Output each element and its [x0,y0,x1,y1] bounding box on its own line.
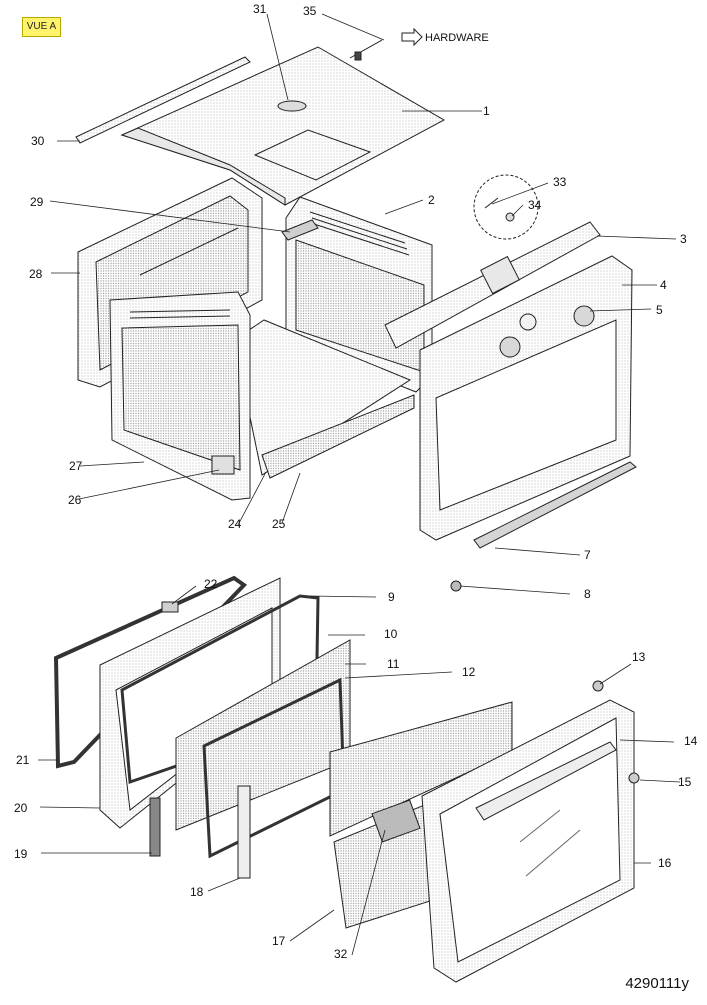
label-22: 22 [204,577,218,591]
label-5: 5 [656,303,663,317]
label-24: 24 [228,517,242,531]
label-28: 28 [29,267,43,281]
part-25-insulation [261,394,415,479]
label-18: 18 [190,885,204,899]
part-number-labels: 31 35 1 30 29 2 33 34 3 28 4 5 27 26 24 … [14,2,698,961]
part-32-bracket [371,799,421,843]
part-7-bottom-trim [473,461,637,549]
label-30: 30 [31,134,45,148]
label-14: 14 [684,734,698,748]
label-32: 32 [334,947,348,961]
part-13-cap [592,680,604,692]
part-8-screw [450,580,462,592]
label-3: 3 [680,232,687,246]
label-21: 21 [16,753,30,767]
detail-circle-33-34 [473,174,539,240]
label-26: 26 [68,493,82,507]
part-19-hinge [149,797,161,857]
part-9-seal [120,594,320,785]
part-5-knob [573,305,595,327]
label-33: 33 [553,175,567,189]
drawing-code: 4290111y [625,975,689,992]
label-15: 15 [678,775,692,789]
label-4: 4 [660,278,667,292]
part-1-top-panel [120,46,446,206]
label-20: 20 [14,801,28,815]
front-frame-window [435,319,617,511]
hardware-arrow: HARDWARE [401,27,489,47]
label-8: 8 [584,587,591,601]
label-7: 7 [584,548,591,562]
label-27: 27 [69,459,83,473]
part-29-bracket [281,219,319,241]
part-22-clip [161,601,179,613]
label-1: 1 [483,104,490,118]
label-2: 2 [428,193,435,207]
part-24-floor [233,319,412,476]
label-11: 11 [387,657,400,671]
label-25: 25 [272,517,286,531]
label-35: 35 [303,4,317,18]
label-31: 31 [253,2,267,16]
label-9: 9 [388,590,395,604]
label-13: 13 [632,650,646,664]
part-15-cap [628,772,640,784]
label-34: 34 [528,198,542,212]
part-14-handle [475,741,617,821]
hardware-label: HARDWARE [425,32,489,44]
label-29: 29 [30,195,44,209]
label-12: 12 [462,665,476,679]
part-18-rail [237,785,251,879]
label-17: 17 [272,934,286,948]
label-16: 16 [658,856,672,870]
label-10: 10 [384,627,398,641]
view-badge: VUE A [22,17,61,37]
label-19: 19 [14,847,28,861]
callout-lines [38,13,681,956]
